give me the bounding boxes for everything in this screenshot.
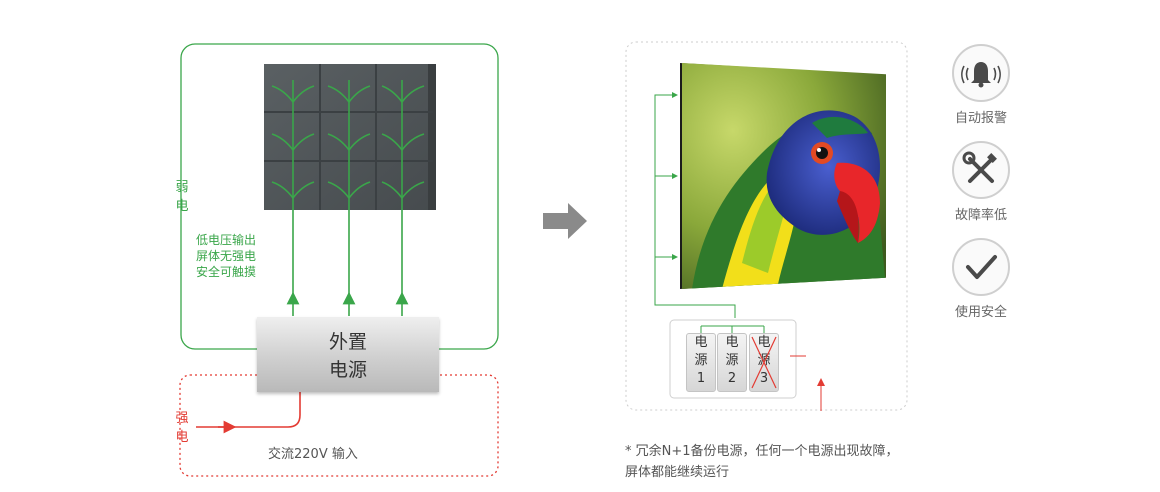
strong-power-label: 强 电 [175, 411, 189, 445]
feature-label-alarm: 自动报警 [954, 111, 1007, 126]
bank-input-arrow [790, 355, 822, 411]
power-unit-2-number: 2 [727, 371, 737, 386]
power-unit-1-char1: 电 [694, 335, 708, 350]
psu-label-line2: 电源 [328, 359, 367, 381]
feature-label-low-failure: 故障率低 [954, 208, 1007, 223]
power-unit-3-char1: 电 [757, 335, 771, 350]
weak-power-note: 低电压输出 屏体无强电 安全可触摸 [196, 233, 257, 279]
wrench-screwdriver-icon [952, 141, 1010, 199]
power-unit-1-number: 1 [696, 371, 706, 386]
power-unit-3: 电 源 3 [749, 333, 779, 392]
checkmark-icon [952, 238, 1010, 296]
external-psu: 外置 电源 [257, 317, 439, 392]
bell-alarm-icon [952, 44, 1010, 102]
led-panel-wall [264, 64, 436, 210]
screen-feed-lines [654, 94, 736, 318]
psu-bank-bus [700, 325, 765, 333]
psu-output-arrows [286, 291, 409, 316]
power-unit-2-char2: 源 [725, 353, 739, 368]
ac-input-arrow [196, 392, 301, 434]
panel-wiring [271, 80, 425, 300]
redundancy-panel [625, 41, 908, 411]
feature-label-safe: 使用安全 [954, 305, 1007, 320]
footnote: * 冗余N+1备份电源，任何一个电源出现故障， 屏体都能继续运行 [625, 444, 899, 480]
transition-arrow [543, 203, 587, 239]
power-unit-3-number: 3 [759, 371, 769, 386]
failure-cross-icon [751, 336, 777, 389]
power-unit-1: 电 源 1 [686, 333, 716, 392]
ac-input-label: 交流220V 输入 [268, 447, 358, 462]
power-unit-1-char2: 源 [694, 353, 708, 368]
weak-power-label: 弱 电 [175, 180, 189, 214]
screen-feed-arrows [672, 92, 678, 260]
parrot-image [682, 63, 886, 289]
psu-label-line1: 外置 [328, 331, 367, 353]
power-unit-2: 电 源 2 [717, 333, 747, 392]
power-unit-2-char1: 电 [725, 335, 739, 350]
psu-bank-frame [669, 319, 797, 399]
